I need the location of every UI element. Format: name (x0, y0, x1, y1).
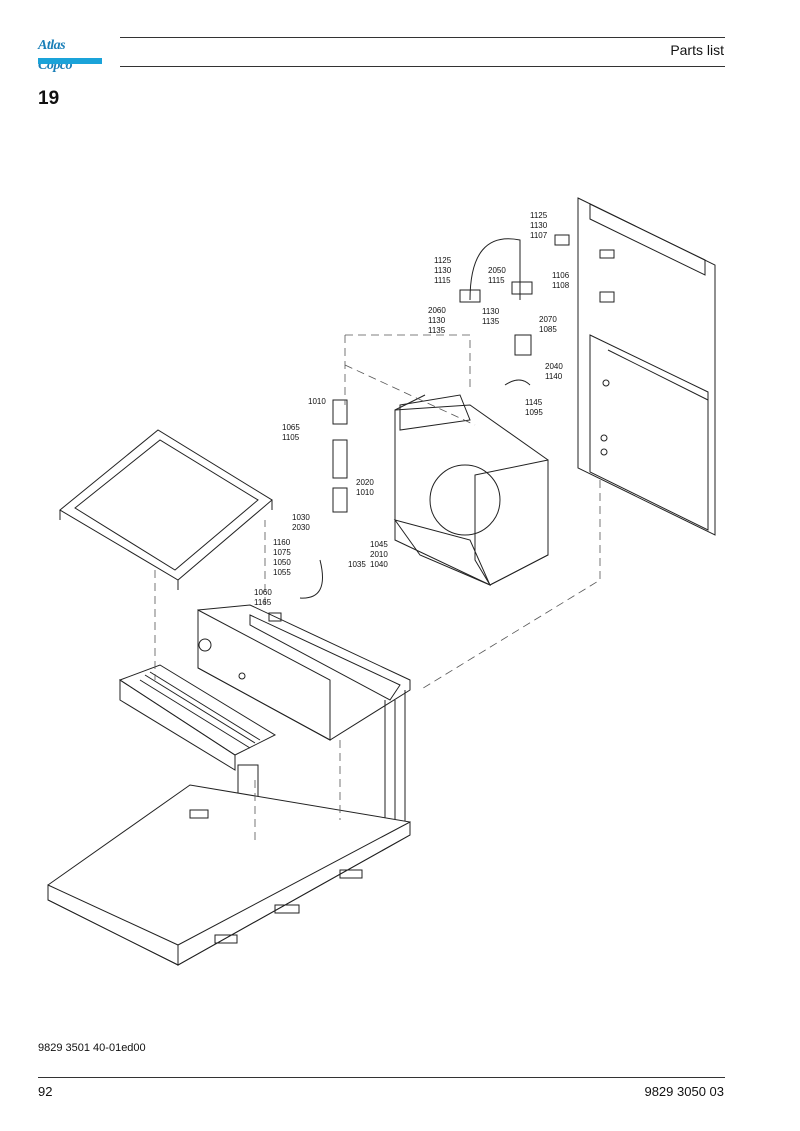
section-number: 19 (38, 88, 60, 109)
callout-2030: 2030 (292, 523, 310, 532)
callout-1075: 1075 (273, 548, 291, 557)
callout-1030: 1030 (292, 513, 310, 522)
callout-1115: 1115 (488, 276, 505, 285)
document-code: 9829 3501 40-01ed00 (38, 1042, 146, 1054)
document-number: 9829 3050 03 (644, 1084, 724, 1099)
page-number: 92 (38, 1084, 53, 1099)
callout-1106: 1106 (552, 271, 570, 280)
callout-2050: 2050 (488, 266, 506, 275)
callout-1108: 1108 (552, 281, 570, 290)
callout-1160: 1160 (273, 538, 291, 547)
callout-1045: 1045 (370, 540, 388, 549)
callout-1130: 1130 (482, 307, 500, 316)
callout-1010: 1010 (356, 488, 374, 497)
callout-1040: 1040 (370, 560, 388, 569)
callout-1130: 1130 (428, 316, 446, 325)
callout-1055: 1055 (273, 568, 291, 577)
callout-1145: 1145 (525, 398, 543, 407)
callout-1130: 1130 (530, 221, 548, 230)
callout-1135: 1135 (428, 326, 446, 335)
callout-1107: 1107 (530, 231, 548, 240)
header-rule-top (120, 37, 725, 38)
callout-1125: 1125 (530, 211, 548, 220)
header-title: Parts list (670, 42, 724, 58)
logo-bar (38, 58, 102, 64)
callout-1065: 1065 (282, 423, 300, 432)
callout-1105: 1105 (282, 433, 300, 442)
callout-2040: 2040 (545, 362, 563, 371)
atlas-copco-logo: Atlas Copco (38, 36, 102, 73)
callout-1050: 1050 (273, 558, 291, 567)
callout-1035: 1035 (348, 560, 366, 569)
callout-2070: 2070 (539, 315, 557, 324)
callout-1130: 1130 (434, 266, 452, 275)
callout-1060: 1060 (254, 588, 272, 597)
footer-rule (38, 1077, 725, 1078)
callout-1085: 1085 (539, 325, 557, 334)
callout-1095: 1095 (525, 408, 543, 417)
callout-1165: 1165 (254, 598, 272, 607)
callout-1115: 1115 (434, 276, 451, 285)
callout-1135: 1135 (482, 317, 500, 326)
callout-1125: 1125 (434, 256, 452, 265)
callout-2020: 2020 (356, 478, 374, 487)
callout-2060: 2060 (428, 306, 446, 315)
callout-1140: 1140 (545, 372, 563, 381)
header-rule-bottom (120, 66, 725, 67)
callout-2010: 2010 (370, 550, 388, 559)
callout-1010: 1010 (308, 397, 326, 406)
